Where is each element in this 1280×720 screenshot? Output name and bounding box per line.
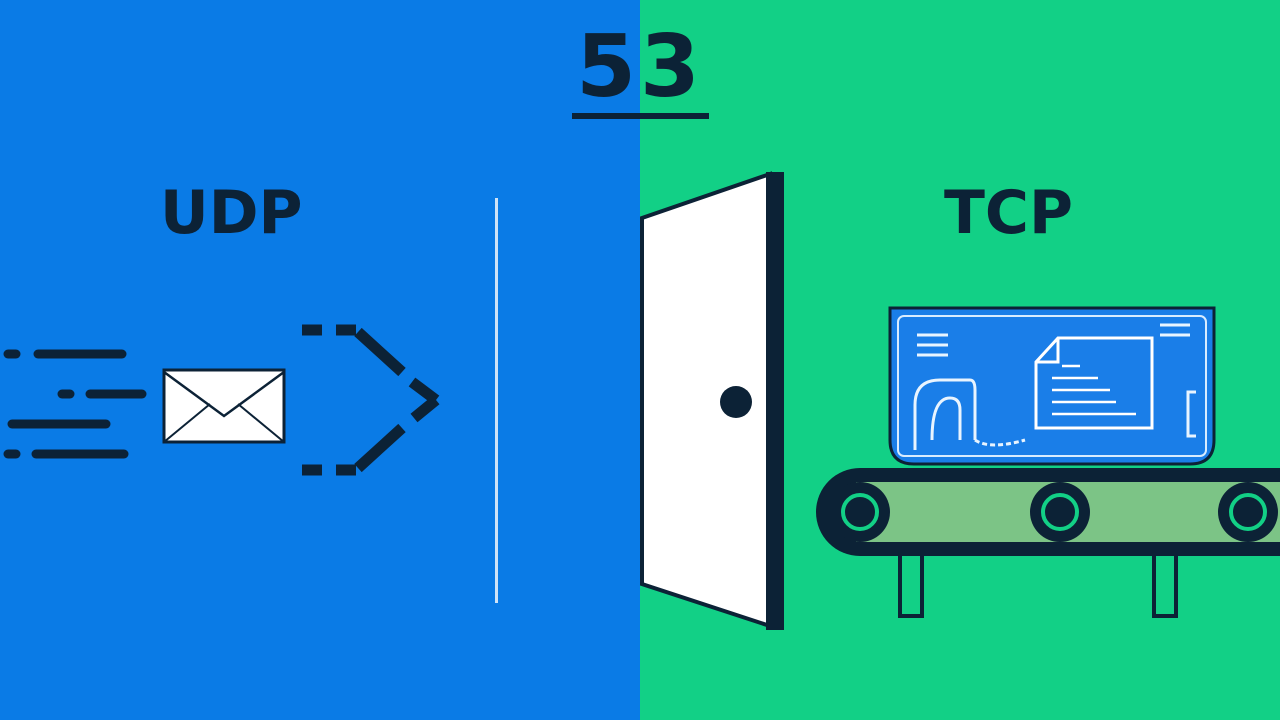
envelope-icon [162,368,286,444]
udp-divider-line [495,198,498,603]
udp-label: UDP [160,178,303,248]
conveyor-belt-icon [816,468,1280,618]
port-number: 53 [576,17,704,117]
udp-panel [0,0,640,720]
open-door-icon [640,171,784,630]
dashed-chevron-icon [302,324,440,476]
port-underline [572,113,709,119]
speed-lines-icon [3,349,147,459]
document-icon [888,306,1216,466]
tcp-label: TCP [944,178,1073,248]
